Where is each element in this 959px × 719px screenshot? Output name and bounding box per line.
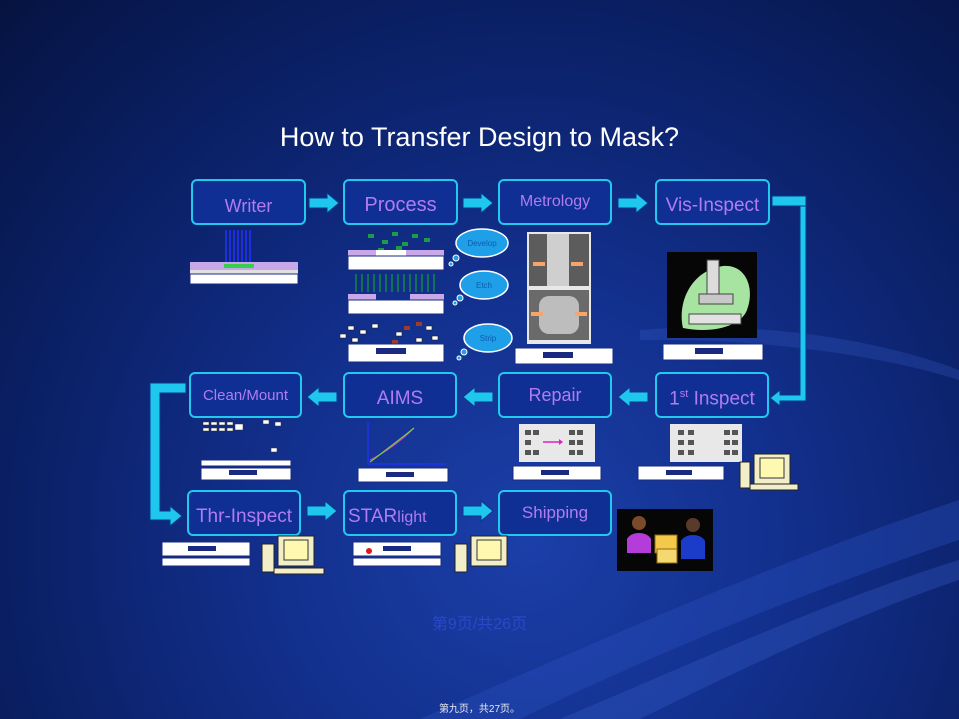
first-inspect-illustration (637, 424, 799, 491)
step-vis-inspect-label: Vis-Inspect (665, 195, 760, 216)
step-first-inspect: 1st Inspect (655, 372, 769, 418)
connector-left (149, 382, 187, 528)
clean-mount-illustration (200, 419, 292, 481)
bubble-strip: Strip (480, 334, 497, 343)
page-number-label: 第9页/共26页 (431, 616, 528, 633)
bubble-etch: Etch (476, 281, 492, 290)
step-repair-label: Repair (528, 384, 582, 405)
connector-right (769, 200, 807, 408)
arrow-aims-to-clean (306, 386, 338, 408)
arrow-writer-to-process (308, 192, 340, 214)
step-process: Process (343, 179, 458, 225)
writer-illustration (189, 230, 299, 285)
step-shipping: Shipping (498, 490, 612, 536)
step-repair: Repair (498, 372, 612, 418)
step-clean-mount: Clean/Mount (189, 372, 302, 418)
shipping-illustration (617, 509, 713, 571)
step-starlight: STARlight (343, 490, 457, 536)
slide-title: How to Transfer Design to Mask? (279, 122, 680, 152)
step-shipping-label: Shipping (521, 503, 589, 522)
thr-inspect-illustration (161, 535, 325, 575)
arrow-process-to-metrology (462, 192, 494, 214)
step-starlight-label: STARlight (348, 506, 427, 527)
step-writer-label: Writer (224, 196, 273, 216)
arrow-thr-to-starlight (306, 500, 338, 522)
step-first-inspect-label: 1st Inspect (669, 387, 755, 409)
step-metrology-label: Metrology (519, 193, 591, 210)
arrow-starlight-to-shipping (462, 500, 494, 522)
arrow-metrology-to-vis (617, 192, 649, 214)
step-writer: Writer (191, 179, 306, 225)
starlight-illustration (352, 535, 508, 573)
step-clean-mount-label: Clean/Mount (202, 386, 289, 404)
repair-illustration (512, 424, 602, 481)
aims-illustration (357, 422, 449, 483)
step-aims-label: AIMS (376, 388, 424, 409)
step-vis-inspect: Vis-Inspect (655, 179, 770, 225)
step-metrology: Metrology (498, 179, 612, 225)
process-illustration: Develop Etch Strip (339, 228, 513, 363)
metrology-illustration (514, 232, 614, 365)
page-footer-text: 第九页，共27页。 (438, 704, 521, 715)
step-process-label: Process (364, 194, 437, 216)
arrow-repair-to-aims (462, 386, 494, 408)
step-thr-inspect-label: Thr-Inspect (195, 506, 293, 527)
microscope-illustration (663, 252, 764, 361)
step-thr-inspect: Thr-Inspect (187, 490, 301, 536)
bubble-develop: Develop (467, 239, 497, 248)
arrow-first-to-repair (617, 386, 649, 408)
step-aims: AIMS (343, 372, 457, 418)
